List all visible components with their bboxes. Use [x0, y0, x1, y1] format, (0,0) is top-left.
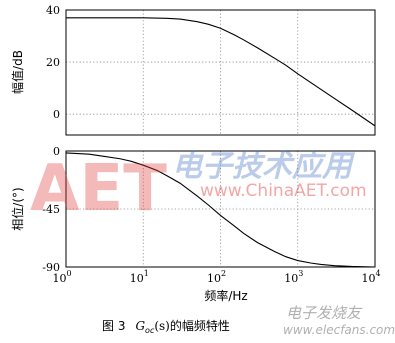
x-axis-label: 频率/Hz	[204, 288, 247, 303]
svg-text:www.ChinaAET.com: www.ChinaAET.com	[200, 181, 367, 201]
watermark-aet: AET www.ChinaAET.com 电子技术应用	[30, 149, 367, 226]
magnitude-ytick-label: 0	[53, 108, 60, 121]
svg-text:www.elecfans.com: www.elecfans.com	[283, 323, 395, 337]
magnitude-ylabel: 幅值/dB	[10, 50, 25, 94]
x-ticks: 100 101 102 103 104	[52, 269, 380, 285]
watermark-elecfans: 电子发烧友 www.elecfans.com	[283, 304, 395, 337]
phase-frame	[65, 150, 376, 268]
phase-ytick-label: 0	[53, 145, 60, 158]
magnitude-frame	[65, 9, 376, 136]
svg-text:电子技术应用: 电子技术应用	[172, 149, 356, 184]
xtick-label: 103	[284, 269, 303, 285]
xtick-label: 100	[52, 269, 71, 285]
phase-panel: 0 -45 -90 相位/(°) 100 101 102 103 104 频率/Hz	[10, 145, 381, 303]
svg-text:AET: AET	[30, 152, 167, 226]
magnitude-panel: 0 20 40 幅值/dB	[10, 4, 376, 136]
xtick-label: 101	[130, 269, 149, 285]
magnitude-grid	[66, 10, 375, 135]
svg-text:电子发烧友: 电子发烧友	[286, 304, 363, 322]
phase-ylabel: 相位/(°)	[10, 187, 25, 230]
phase-curve	[65, 152, 376, 268]
magnitude-curve	[66, 17, 376, 127]
magnitude-ytick-label: 20	[46, 56, 60, 69]
phase-ytick-label: -90	[42, 261, 60, 274]
phase-y-ticks: 0 -45 -90	[42, 145, 60, 274]
xtick-label: 102	[207, 269, 226, 285]
magnitude-y-ticks: 0 20 40	[46, 4, 60, 121]
phase-grid	[66, 151, 375, 267]
magnitude-ytick-label: 40	[46, 4, 60, 17]
phase-ytick-label: -45	[42, 203, 60, 216]
xtick-label: 104	[361, 269, 380, 285]
